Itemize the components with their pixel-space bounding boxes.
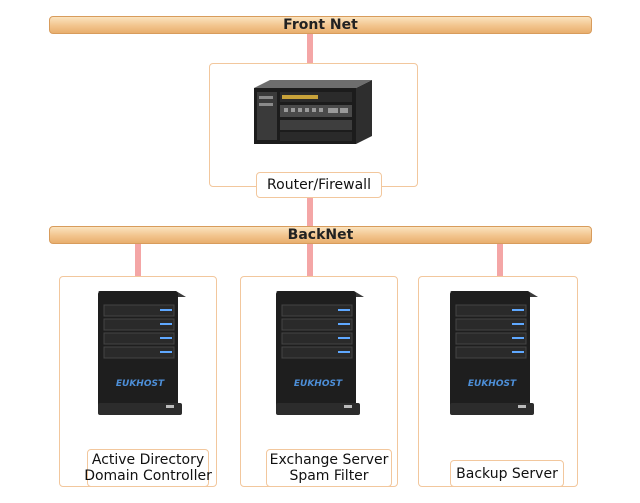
connector-frontnet-router: [307, 34, 313, 64]
server-logo: EUKHOST: [468, 379, 517, 389]
server-logo: EUKHOST: [116, 379, 165, 389]
server-label-3: Backup Server: [450, 460, 564, 487]
router-label: Router/Firewall: [256, 172, 382, 198]
connector-router-backnet: [307, 196, 313, 226]
connector-backnet-server-3: [497, 243, 503, 276]
server-label-2: Exchange Server Spam Filter: [266, 449, 392, 487]
connector-backnet-server-2: [307, 243, 313, 276]
server-tower-icon: EUKHOST: [98, 291, 186, 415]
server-tower-icon: EUKHOST: [276, 291, 364, 415]
connector-backnet-server-1: [135, 243, 141, 276]
router-icon: [254, 80, 372, 144]
server-tower-icon: EUKHOST: [450, 291, 538, 415]
server-label-1: Active Directory Domain Controller: [84, 449, 212, 487]
server-logo: EUKHOST: [294, 379, 343, 389]
front-net-bar: Front Net: [49, 16, 592, 34]
backnet-bar: BackNet: [49, 226, 592, 244]
